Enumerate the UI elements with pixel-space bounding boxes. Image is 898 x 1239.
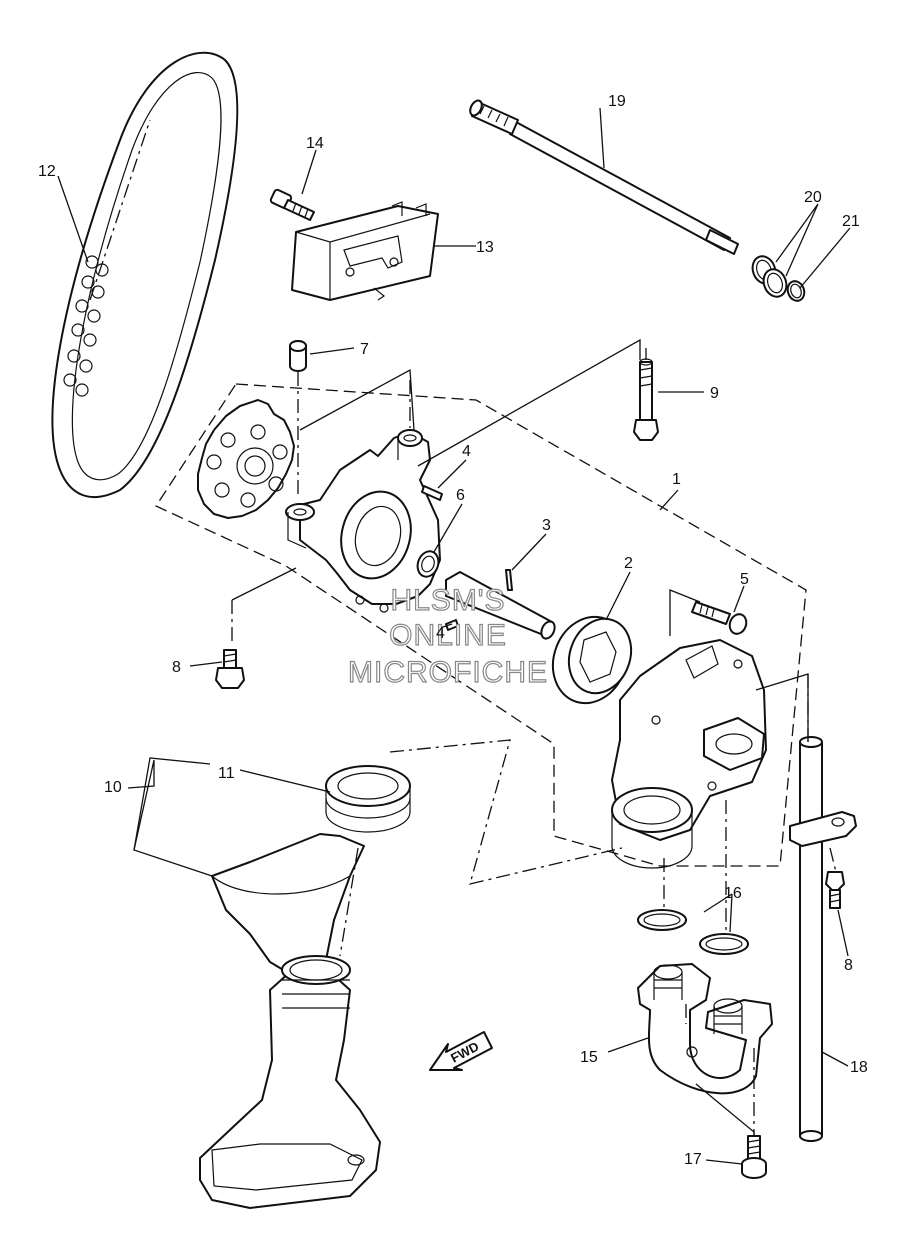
bolt-5 xyxy=(691,601,748,635)
watermark-line-1: HLSM'S xyxy=(390,584,505,617)
oil-strainer-10 xyxy=(199,833,381,1209)
callout-7: 7 xyxy=(360,341,369,358)
dowel-7 xyxy=(289,340,307,372)
pin-4-lower xyxy=(445,619,459,631)
bolt-14 xyxy=(269,188,315,221)
callout-2: 2 xyxy=(624,555,633,572)
bolt-9 xyxy=(633,358,659,441)
pump-cover xyxy=(611,639,767,869)
callout-16: 16 xyxy=(724,885,742,902)
shaft-19 xyxy=(469,99,739,255)
bolt-8-left xyxy=(215,649,245,689)
sprocket xyxy=(197,399,295,519)
bolt-17 xyxy=(741,1135,767,1179)
o-rings-20-21 xyxy=(751,255,806,302)
callout-17: 17 xyxy=(684,1151,702,1168)
o-rings-16 xyxy=(637,909,749,955)
callout-3: 3 xyxy=(542,517,551,534)
callout-20: 20 xyxy=(804,189,822,206)
callout-4a: 4 xyxy=(462,443,471,460)
bolt-8-right xyxy=(825,871,845,909)
drive-chain xyxy=(51,51,239,499)
rotor-2 xyxy=(551,615,633,705)
callout-5: 5 xyxy=(740,571,749,588)
callout-12: 12 xyxy=(38,163,56,180)
seal-11 xyxy=(325,765,411,833)
outlet-pipe-15 xyxy=(637,963,773,1095)
watermark-line-3: MICROFICHE xyxy=(348,656,548,689)
callout-19: 19 xyxy=(608,93,626,110)
watermark-line-2: ONLINE xyxy=(389,619,507,652)
o-ring-6 xyxy=(416,550,440,578)
pump-shaft xyxy=(445,569,556,640)
callout-6: 6 xyxy=(456,487,465,504)
callout-8b: 8 xyxy=(844,957,853,974)
callout-10: 10 xyxy=(104,779,122,796)
callout-9: 9 xyxy=(710,385,719,402)
callout-labels: 1 2 3 4 4 5 6 7 8 8 9 10 11 12 13 14 15 … xyxy=(38,93,868,1168)
callout-4b: 4 xyxy=(436,625,445,642)
pipe-18 xyxy=(789,736,857,1142)
callout-13: 13 xyxy=(476,239,494,256)
leader-lines xyxy=(57,107,851,1165)
callout-21: 21 xyxy=(842,213,860,230)
callout-18: 18 xyxy=(850,1059,868,1076)
chain-guide-13 xyxy=(291,201,439,301)
callout-15: 15 xyxy=(580,1049,598,1066)
callout-1: 1 xyxy=(672,471,681,488)
callout-14: 14 xyxy=(306,135,324,152)
watermark: HLSM'S ONLINE MICROFICHE xyxy=(347,583,548,689)
callout-11: 11 xyxy=(218,765,235,782)
callout-8a: 8 xyxy=(172,659,181,676)
pump-body xyxy=(285,429,441,613)
fwd-arrow-icon: FWD xyxy=(429,1031,493,1071)
pin-4-upper xyxy=(421,485,443,501)
